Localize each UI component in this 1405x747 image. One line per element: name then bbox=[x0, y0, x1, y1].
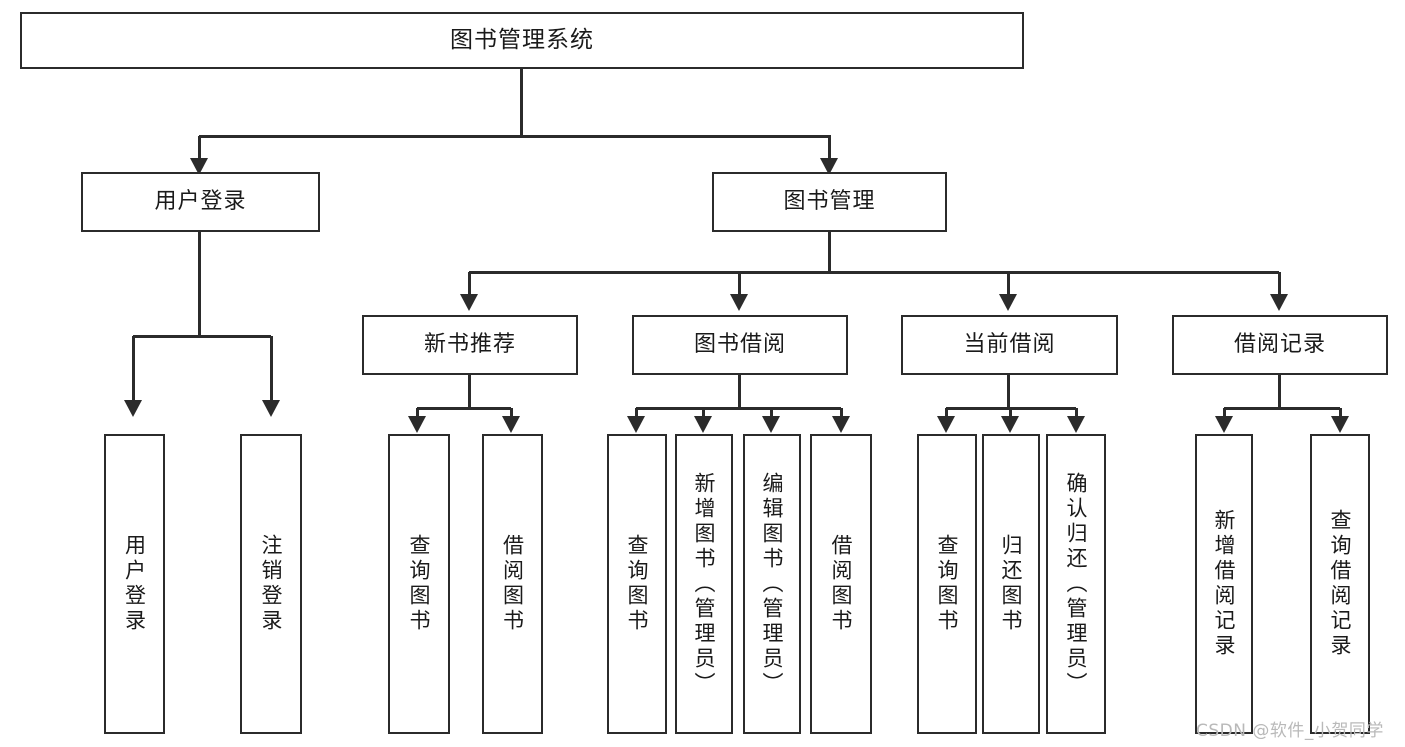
node-level3-label: 借阅记录 bbox=[1233, 331, 1326, 357]
node-leaf-label: 查询图书 bbox=[407, 534, 431, 634]
arrowhead-icon-group-3-1 bbox=[1331, 416, 1349, 433]
connector-group-0-stem bbox=[468, 375, 471, 408]
connector-manage-drop-1 bbox=[738, 272, 741, 294]
node-leaf-label: 用户登录 bbox=[122, 534, 147, 634]
node-level2-2[interactable]: 图书管理 bbox=[712, 172, 947, 232]
node-leaf-label: 新增借阅记录 bbox=[1212, 509, 1236, 659]
node-leaf-9[interactable]: 查询图书 bbox=[917, 434, 977, 734]
arrowhead-icon-group-0-1 bbox=[502, 416, 520, 433]
node-level3-3[interactable]: 当前借阅 bbox=[901, 315, 1118, 375]
connector-group-1-drop-1 bbox=[702, 408, 705, 416]
connector-login-drop-0 bbox=[132, 336, 135, 400]
node-level3-4[interactable]: 借阅记录 bbox=[1172, 315, 1388, 375]
arrowhead-icon-group-2-1 bbox=[1001, 416, 1019, 433]
connector-login-stem bbox=[198, 232, 201, 336]
arrowhead-icon-root-1 bbox=[820, 158, 838, 175]
node-leaf-label: 注销登录 bbox=[259, 534, 283, 634]
node-leaf-label: 查询借阅记录 bbox=[1328, 509, 1352, 659]
node-leaf-1[interactable]: 用户登录 bbox=[104, 434, 165, 734]
arrowhead-icon-manage-3 bbox=[1270, 294, 1288, 311]
connector-group-3-drop-0 bbox=[1223, 408, 1226, 416]
node-level2-label: 用户登录 bbox=[154, 188, 247, 214]
node-leaf-3[interactable]: 查询图书 bbox=[388, 434, 450, 734]
arrowhead-icon-group-3-0 bbox=[1215, 416, 1233, 433]
connector-root-stem bbox=[520, 69, 523, 136]
node-leaf-2[interactable]: 注销登录 bbox=[240, 434, 302, 734]
node-level3-label: 当前借阅 bbox=[963, 331, 1056, 357]
node-leaf-label: 新增图书（管理员） bbox=[692, 471, 716, 697]
connector-group-3-bus bbox=[1224, 407, 1340, 410]
node-level2-1[interactable]: 用户登录 bbox=[81, 172, 320, 232]
node-leaf-label: 借阅图书 bbox=[500, 534, 525, 634]
connector-group-2-stem bbox=[1007, 375, 1010, 408]
node-level2-label: 图书管理 bbox=[783, 188, 876, 214]
connector-group-1-drop-0 bbox=[635, 408, 638, 416]
node-leaf-7[interactable]: 编辑图书（管理员） bbox=[743, 434, 801, 734]
connector-group-1-drop-3 bbox=[840, 408, 843, 416]
arrowhead-icon-group-1-1 bbox=[694, 416, 712, 433]
node-leaf-label: 查询图书 bbox=[935, 534, 959, 634]
node-level3-label: 图书借阅 bbox=[693, 331, 786, 357]
arrowhead-icon-manage-0 bbox=[460, 294, 478, 311]
node-root[interactable]: 图书管理系统 bbox=[20, 12, 1024, 69]
node-leaf-8[interactable]: 借阅图书 bbox=[810, 434, 872, 734]
node-leaf-10[interactable]: 归还图书 bbox=[982, 434, 1040, 734]
connector-group-1-drop-2 bbox=[770, 408, 773, 416]
node-leaf-11[interactable]: 确认归还（管理员） bbox=[1046, 434, 1106, 734]
arrowhead-icon-group-1-2 bbox=[762, 416, 780, 433]
arrowhead-icon-group-2-2 bbox=[1067, 416, 1085, 433]
connector-group-0-drop-0 bbox=[416, 408, 419, 416]
node-leaf-label: 归还图书 bbox=[999, 534, 1023, 634]
node-level3-2[interactable]: 图书借阅 bbox=[632, 315, 848, 375]
connector-group-1-stem bbox=[738, 375, 741, 408]
node-leaf-13[interactable]: 查询借阅记录 bbox=[1310, 434, 1370, 734]
connector-group-0-drop-1 bbox=[510, 408, 513, 416]
connector-login-bus bbox=[133, 335, 271, 338]
node-leaf-label: 编辑图书（管理员） bbox=[760, 471, 784, 697]
node-leaf-4[interactable]: 借阅图书 bbox=[482, 434, 543, 734]
connector-manage-bus bbox=[469, 271, 1279, 274]
connector-group-2-drop-2 bbox=[1075, 408, 1078, 416]
node-leaf-label: 查询图书 bbox=[625, 534, 649, 634]
node-leaf-label: 确认归还（管理员） bbox=[1064, 471, 1088, 697]
connector-group-2-drop-0 bbox=[945, 408, 948, 416]
arrowhead-icon-login-0 bbox=[124, 400, 142, 417]
arrowhead-icon-group-0-0 bbox=[408, 416, 426, 433]
node-level3-1[interactable]: 新书推荐 bbox=[362, 315, 578, 375]
csdn-watermark: CSDN @软件_小贺同学 bbox=[1196, 721, 1384, 741]
node-leaf-6[interactable]: 新增图书（管理员） bbox=[675, 434, 733, 734]
arrowhead-icon-manage-2 bbox=[999, 294, 1017, 311]
connector-manage-drop-0 bbox=[468, 272, 471, 294]
arrowhead-icon-group-1-3 bbox=[832, 416, 850, 433]
connector-root-drop-1 bbox=[828, 136, 831, 158]
arrowhead-icon-root-0 bbox=[190, 158, 208, 175]
connector-root-bus bbox=[199, 135, 831, 138]
connector-group-3-stem bbox=[1278, 375, 1281, 408]
connector-login-drop-1 bbox=[270, 336, 273, 400]
connector-group-0-bus bbox=[417, 407, 511, 410]
arrowhead-icon-manage-1 bbox=[730, 294, 748, 311]
node-leaf-5[interactable]: 查询图书 bbox=[607, 434, 667, 734]
connector-manage-drop-2 bbox=[1007, 272, 1010, 294]
connector-group-2-drop-1 bbox=[1009, 408, 1012, 416]
connector-group-3-drop-1 bbox=[1339, 408, 1342, 416]
arrowhead-icon-group-2-0 bbox=[937, 416, 955, 433]
connector-manage-stem bbox=[828, 232, 831, 272]
node-leaf-12[interactable]: 新增借阅记录 bbox=[1195, 434, 1253, 734]
arrowhead-icon-group-1-0 bbox=[627, 416, 645, 433]
connector-group-1-bus bbox=[636, 407, 841, 410]
connector-manage-drop-3 bbox=[1278, 272, 1281, 294]
node-root-label: 图书管理系统 bbox=[450, 26, 594, 53]
connector-root-drop-0 bbox=[198, 136, 201, 158]
arrowhead-icon-login-1 bbox=[262, 400, 280, 417]
node-leaf-label: 借阅图书 bbox=[829, 534, 853, 634]
node-level3-label: 新书推荐 bbox=[423, 331, 516, 357]
